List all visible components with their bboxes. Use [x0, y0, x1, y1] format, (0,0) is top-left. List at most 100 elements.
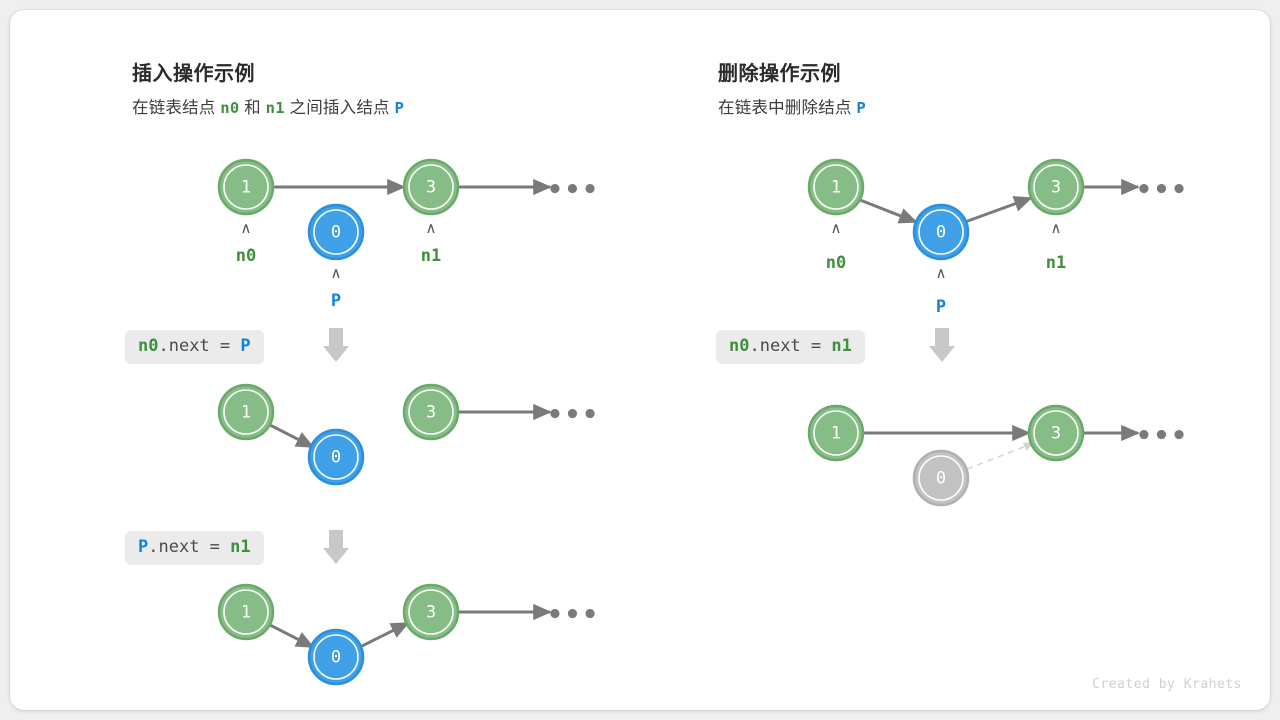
- caret-icon-i1-n3: ∧: [426, 219, 437, 237]
- node-value-d2-p: 0: [936, 469, 946, 489]
- node-inner-ring-d1-n1: [813, 164, 859, 210]
- node-inner-ring-i3-n3: [408, 589, 454, 635]
- insert-subtitle-var-n1: n1: [265, 99, 285, 117]
- node-value-i3-n1: 1: [241, 603, 251, 623]
- delete-subtitle-var-P: P: [856, 99, 866, 117]
- node-value-i3-n3: 3: [426, 603, 436, 623]
- node-d1-n1: 1: [807, 158, 865, 216]
- insert-stage-2-ellipsis-0: •••: [547, 400, 600, 430]
- node-i1-p: 0: [307, 203, 365, 261]
- node-d1-p: 0: [912, 203, 970, 261]
- node-circle-i1-n1: [217, 158, 275, 216]
- insert-stage-3-ellipsis-0: •••: [547, 600, 600, 630]
- node-circle-i2-p: [307, 428, 365, 486]
- node-value-d2-n3: 3: [1051, 424, 1061, 444]
- down-arrow-icon-insert-arrow-1: [323, 328, 349, 362]
- insert-subtitle-text-4: 之间插入结点: [284, 99, 395, 117]
- node-i3-n3: 3: [402, 583, 460, 641]
- insert-code-2-token-1: .next =: [148, 537, 231, 557]
- delete-stage-2-ellipsis-0: •••: [1136, 421, 1189, 451]
- node-label-d1-p: P: [936, 297, 946, 317]
- node-circle-d2-n1: [807, 404, 865, 462]
- node-inner-ring-d2-n1: [813, 410, 859, 456]
- insert-stage-2-edge-0: [269, 423, 315, 449]
- node-inner-ring-i1-p: [313, 209, 359, 255]
- node-value-d1-p: 0: [936, 223, 946, 243]
- node-value-i2-p: 0: [331, 448, 341, 468]
- big-arrows-layer: [323, 328, 955, 564]
- node-circle-d1-n3: [1027, 158, 1085, 216]
- node-value-d2-n1: 1: [831, 424, 841, 444]
- node-circle-i3-n3: [402, 583, 460, 641]
- delete-stage-1-ellipsis-0: •••: [1136, 175, 1189, 205]
- node-value-i1-n1: 1: [241, 178, 251, 198]
- node-inner-ring-i1-n3: [408, 164, 454, 210]
- node-circle-i2-n3: [402, 383, 460, 441]
- insert-panel-title: 插入操作示例: [132, 63, 255, 85]
- caret-icon-d1-p: ∧: [936, 264, 947, 282]
- node-value-i1-n3: 3: [426, 178, 436, 198]
- node-d2-n1: 1: [807, 404, 865, 462]
- delete-stage-1-edge-1: [964, 196, 1033, 224]
- node-inner-ring-d1-n3: [1033, 164, 1079, 210]
- insert-subtitle-var-P: P: [394, 99, 405, 117]
- node-label-i1-n1: n0: [236, 246, 256, 266]
- node-circle-i3-n1: [217, 583, 275, 641]
- node-label-d1-n1: n0: [826, 253, 846, 273]
- insert-code-1-token-2: P: [240, 336, 251, 356]
- node-value-i2-n3: 3: [426, 403, 436, 423]
- insert-stage-3-edge-1: [359, 621, 410, 649]
- delete-stage-1-edge-0: [859, 198, 918, 224]
- insert-stage-3-edge-0: [269, 623, 315, 649]
- delete-panel-subtitle: 在链表中删除结点 P: [718, 94, 866, 118]
- insert-code-1-token-0: n0: [138, 336, 159, 356]
- node-inner-ring-i3-n1: [223, 589, 269, 635]
- insert-subtitle-text-2: 和: [239, 99, 266, 117]
- node-d1-n3: 3: [1027, 158, 1085, 216]
- node-label-d1-n3: n1: [1046, 253, 1066, 273]
- caret-icon-i1-n1: ∧: [241, 219, 252, 237]
- node-value-i1-p: 0: [331, 223, 341, 243]
- node-inner-ring-d2-n3: [1033, 410, 1079, 456]
- insert-code-2-token-2: n1: [230, 537, 251, 557]
- node-inner-ring-i2-n3: [408, 389, 454, 435]
- insert-code-1-token-1: .next =: [158, 336, 241, 356]
- delete-stage-2-edge-1: [966, 442, 1035, 470]
- node-i2-n1: 1: [217, 383, 275, 441]
- node-inner-ring-i2-n1: [223, 389, 269, 435]
- node-i2-n3: 3: [402, 383, 460, 441]
- panel-delete: 删除操作示例 在链表中删除结点 P n0.next = n1: [600, 10, 1270, 710]
- diagram-card: 插入操作示例 在链表结点 n0 和 n1 之间插入结点 P n0.next = …: [10, 10, 1270, 710]
- node-inner-ring-d2-p: [918, 455, 964, 501]
- node-circle-i2-n1: [217, 383, 275, 441]
- node-circle-d2-p: [912, 449, 970, 507]
- node-inner-ring-i3-p: [313, 634, 359, 680]
- insert-panel-subtitle: 在链表结点 n0 和 n1 之间插入结点 P: [132, 94, 404, 118]
- code-label-p-next-n1: P.next = n1: [125, 531, 264, 566]
- code-label-n0-next-p: n0.next = P: [125, 330, 264, 365]
- node-value-i3-p: 0: [331, 648, 341, 668]
- node-d2-n3: 3: [1027, 404, 1085, 462]
- down-arrow-icon-delete-arrow-1: [929, 328, 955, 362]
- credit-text: Created by Krahets: [1092, 677, 1242, 692]
- node-circle-d1-p: [912, 203, 970, 261]
- insert-code-2-token-0: P: [138, 537, 149, 557]
- node-i2-p: 0: [307, 428, 365, 486]
- code-label-n0-next-n1: n0.next = n1: [716, 330, 865, 365]
- node-i3-p: 0: [307, 628, 365, 686]
- node-i3-n1: 1: [217, 583, 275, 641]
- node-inner-ring-d1-p: [918, 209, 964, 255]
- delete-code-1-token-0: n0: [729, 336, 750, 356]
- caret-icon-d1-n3: ∧: [1051, 219, 1062, 237]
- node-inner-ring-i1-n1: [223, 164, 269, 210]
- delete-code-1-token-1: .next =: [749, 336, 832, 356]
- down-arrow-icon-insert-arrow-2: [323, 530, 349, 564]
- insert-subtitle-text-0: 在链表结点: [132, 99, 221, 117]
- node-circle-d1-n1: [807, 158, 865, 216]
- node-value-i2-n1: 1: [241, 403, 251, 423]
- insert-subtitle-var-n0: n0: [220, 99, 240, 117]
- node-value-d1-n1: 1: [831, 178, 841, 198]
- panel-insert: 插入操作示例 在链表结点 n0 和 n1 之间插入结点 P n0.next = …: [10, 10, 610, 710]
